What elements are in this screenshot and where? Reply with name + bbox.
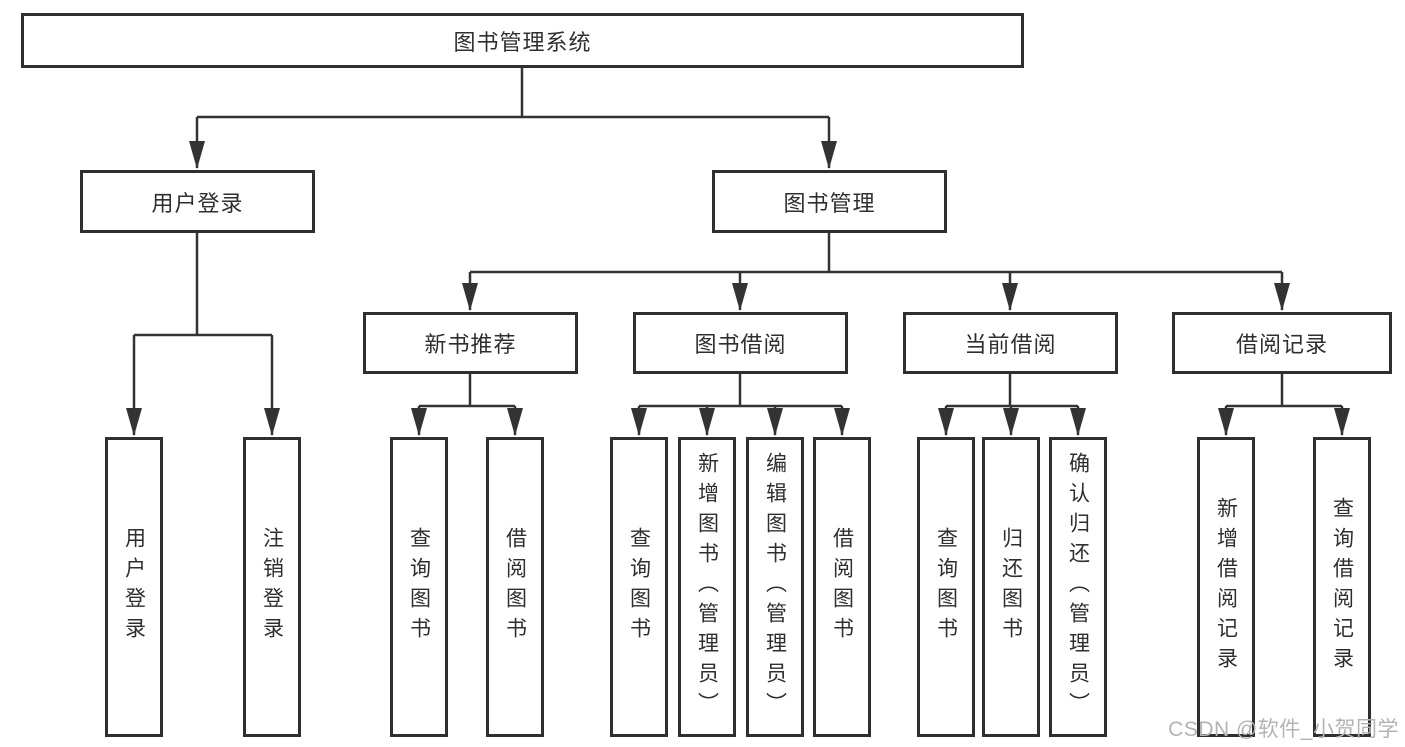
leaf-label: 查询图书	[934, 527, 958, 647]
leaf-add-book-admin: 新增图书（管理员）	[678, 437, 736, 737]
node-borrowing-records: 借阅记录	[1172, 312, 1392, 374]
leaf-query-books-recommend: 查询图书	[390, 437, 448, 737]
leaf-edit-book-admin: 编辑图书（管理员）	[746, 437, 804, 737]
leaf-label: 用户登录	[122, 527, 146, 647]
node-new-book-recommend: 新书推荐	[363, 312, 578, 374]
leaf-label: 查询图书	[627, 527, 651, 647]
leaf-query-books-current: 查询图书	[917, 437, 975, 737]
leaf-add-borrow-record: 新增借阅记录	[1197, 437, 1255, 737]
connector-newbook-rail	[419, 374, 515, 408]
connector-current-rail	[946, 374, 1078, 408]
leaf-label: 确认归还（管理员）	[1066, 452, 1090, 722]
leaf-label: 编辑图书（管理员）	[763, 452, 787, 722]
leaf-label: 归还图书	[999, 527, 1023, 647]
leaf-label: 注销登录	[260, 527, 284, 647]
leaf-borrow-books: 借阅图书	[813, 437, 871, 737]
connector-userlogin-rail	[134, 233, 272, 337]
csdn-watermark: CSDN @软件_小贺同学	[1168, 718, 1399, 741]
leaf-label: 借阅图书	[503, 527, 527, 647]
node-user-login: 用户登录	[80, 170, 315, 233]
connector-records-rail	[1226, 374, 1342, 408]
leaf-label: 借阅图书	[830, 527, 854, 647]
leaf-query-books-borrowing: 查询图书	[610, 437, 668, 737]
connector-root-rail	[197, 68, 829, 119]
node-current-borrowing: 当前借阅	[903, 312, 1118, 374]
node-library-system: 图书管理系统	[21, 13, 1024, 68]
node-book-management: 图书管理	[712, 170, 947, 233]
node-book-borrowing: 图书借阅	[633, 312, 848, 374]
leaf-confirm-return-admin: 确认归还（管理员）	[1049, 437, 1107, 737]
connector-borrow-rail	[639, 374, 842, 408]
leaf-label: 查询图书	[407, 527, 431, 647]
leaf-label: 新增借阅记录	[1214, 497, 1238, 677]
leaf-borrow-books-recommend: 借阅图书	[486, 437, 544, 737]
connector-bookmgmt-rail	[470, 233, 1282, 274]
leaf-label: 新增图书（管理员）	[695, 452, 719, 722]
leaf-return-book: 归还图书	[982, 437, 1040, 737]
leaf-user-login: 用户登录	[105, 437, 163, 737]
leaf-logout: 注销登录	[243, 437, 301, 737]
leaf-label: 查询借阅记录	[1330, 497, 1354, 677]
leaf-query-borrow-record: 查询借阅记录	[1313, 437, 1371, 737]
